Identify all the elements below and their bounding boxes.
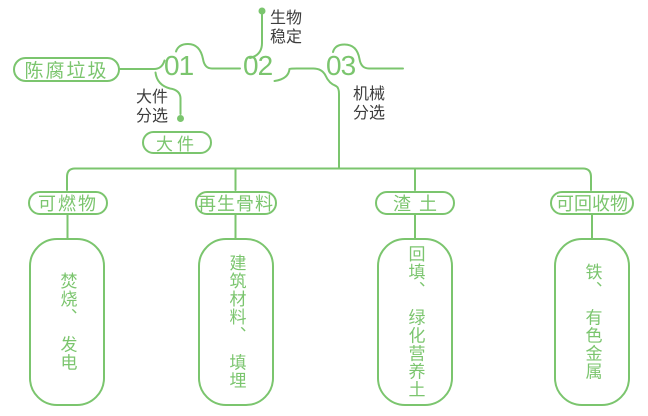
bulky-item-label: 大件 [156, 135, 198, 154]
step-label-03-line1: 机械 [353, 86, 386, 103]
outcome-box-recycled-aggregate: 建筑材料、 填埋 [198, 238, 274, 406]
category-label-recyclables: 可回收物 [556, 194, 628, 214]
category-label-recycled-aggregate: 再生骨料 [198, 194, 274, 214]
step-label-02-line2: 稳定 [270, 29, 303, 46]
outcome-text-combustibles: 焚烧、 发电 [57, 272, 77, 372]
source-label: 陈腐垃圾 [24, 61, 109, 82]
outcome-text-slag-soil: 回填、 绿化营养土 [405, 245, 425, 399]
step-label-03: 机械 分选 [353, 85, 385, 123]
step-number-02: 02 [243, 50, 273, 81]
connector-source-to-01 [119, 59, 166, 70]
outcome-text-recycled-aggregate: 建筑材料、 填埋 [226, 254, 246, 390]
step-number-01: 01 [164, 50, 194, 81]
step-label-01-line1: 大件 [136, 89, 169, 106]
connector-01-to-02 [175, 42, 241, 70]
connector-branch-rail [66, 167, 592, 191]
category-pill-recycled-aggregate: 再生骨料 [195, 191, 277, 215]
step-label-01: 大件 分选 [136, 88, 168, 126]
bulky-item-pill: 大件 [142, 131, 212, 154]
connector-03-drop [312, 67, 340, 169]
outcome-box-slag-soil: 回填、 绿化营养土 [377, 238, 453, 406]
category-pill-combustibles: 可燃物 [28, 191, 108, 215]
outcome-box-recyclables: 铁、 有色金属 [554, 238, 630, 406]
category-pill-recyclables: 可回收物 [550, 191, 634, 215]
step-label-02: 生物 稳定 [270, 9, 302, 47]
category-label-combustibles: 可燃物 [38, 194, 98, 214]
connector-02-riser [249, 13, 263, 59]
node-dot-02 [258, 7, 266, 15]
connector-02-to-03 [273, 67, 314, 82]
step-label-02-line1: 生物 [270, 10, 303, 27]
outcome-text-recyclables: 铁、 有色金属 [582, 263, 602, 381]
source-pill: 陈腐垃圾 [13, 57, 120, 82]
step-number-03: 03 [326, 50, 356, 81]
node-dot-01 [177, 115, 184, 122]
step-label-01-line2: 分选 [136, 108, 169, 125]
connector-03-tail [332, 43, 404, 70]
step-label-03-line2: 分选 [353, 105, 386, 122]
outcome-box-combustibles: 焚烧、 发电 [29, 238, 105, 406]
category-label-slag-soil: 渣土 [393, 194, 445, 214]
category-pill-slag-soil: 渣土 [375, 191, 455, 215]
connector-01-drop [154, 71, 182, 115]
